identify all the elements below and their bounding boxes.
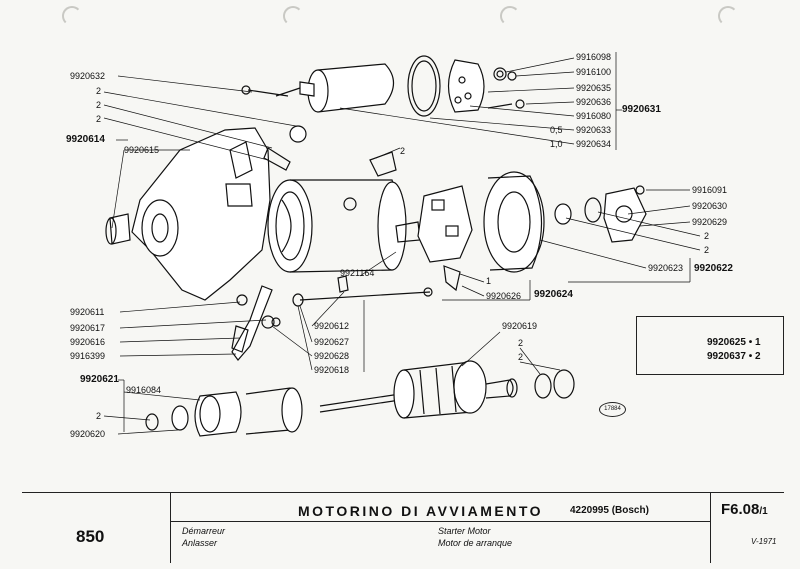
assembly-label: 9920631: [622, 104, 661, 115]
part-label: 9921164: [340, 268, 375, 278]
sheet-date: V-1971: [751, 537, 777, 546]
binder-hole: [62, 6, 82, 26]
inset-line-1: 9920625 • 1: [707, 337, 761, 348]
page-title: MOTORINO DI AVVIAMENTO: [298, 503, 544, 519]
part-label: 9920612: [314, 321, 350, 331]
drive-end-housing: [105, 85, 307, 301]
solenoid-cap: [407, 55, 525, 117]
part-label: 9920619: [502, 321, 538, 331]
part-label: 9920636: [576, 97, 612, 107]
sheet-code-main: F6.08: [721, 501, 760, 518]
title-french: Démarreur: [182, 526, 226, 536]
model-cell: 850: [22, 493, 171, 563]
part-label: 9920611: [70, 307, 105, 317]
model-number: 850: [76, 527, 105, 546]
part-label: 2: [518, 338, 524, 348]
part-label: 2: [400, 146, 406, 156]
part-label: 9920616: [70, 337, 106, 347]
part-label: 1: [486, 276, 492, 286]
figure-reference: 17884: [599, 402, 626, 417]
end-cover: [483, 171, 545, 273]
part-label: 2: [96, 100, 102, 110]
part-label: 9916091: [692, 185, 728, 195]
title-block: 850 MOTORINO DI AVVIAMENTO 4220995 (Bosc…: [22, 492, 784, 563]
sheet-code: F6.08/1: [721, 501, 768, 518]
title-spanish: Motor de arranque: [438, 538, 513, 548]
part-label: 9920623: [648, 263, 684, 273]
brush-kit-inset: 9920625 • 1 9920637 • 2: [636, 316, 784, 375]
assembly-label: 9920622: [694, 263, 733, 274]
sheet-code-suffix: /1: [759, 506, 768, 517]
part-label: 9920618: [314, 365, 350, 375]
part-label: 9916100: [576, 67, 612, 77]
part-label: 9920632: [70, 71, 106, 81]
part-label: 9920620: [70, 429, 106, 439]
qty-label: 0,5: [550, 125, 563, 135]
part-label: 9920615: [124, 145, 160, 155]
part-label: 9920617: [70, 323, 106, 333]
binder-hole: [283, 6, 303, 26]
part-label: 2: [704, 231, 710, 241]
assembly-label: 9920624: [534, 289, 573, 300]
part-label: 2: [96, 114, 102, 124]
solenoid: [275, 63, 395, 113]
assembly-label: 9920621: [80, 374, 119, 385]
part-label: 9920628: [314, 351, 350, 361]
part-label: 9920630: [692, 201, 728, 211]
title-english: Starter Motor: [438, 526, 491, 536]
qty-label: 1,0: [550, 139, 563, 149]
inset-line-2: 9920637 • 2: [707, 351, 761, 362]
part-label: 2: [518, 352, 524, 362]
drive-pinion: [145, 387, 303, 437]
title-divider: [170, 521, 710, 522]
part-label: 9916098: [576, 52, 612, 62]
part-label: 9920627: [314, 337, 350, 347]
title-german: Anlasser: [182, 538, 218, 548]
leader-lines: [103, 52, 701, 435]
part-label: 9920629: [692, 217, 728, 227]
part-label: 9920635: [576, 83, 612, 93]
part-label: 2: [96, 411, 102, 421]
yoke: [267, 151, 421, 273]
part-label: 2: [704, 245, 710, 255]
part-label: 9920634: [576, 139, 612, 149]
part-label: 9916399: [70, 351, 106, 361]
through-bolt: [292, 275, 433, 307]
brush-holder: [417, 185, 473, 292]
binder-hole: [718, 6, 738, 26]
part-label: 9920633: [576, 125, 612, 135]
assembly-part-number: 4220995 (Bosch): [570, 505, 649, 516]
bushing-cap: [554, 185, 647, 243]
part-label: 9920626: [486, 291, 522, 301]
assembly-label: 9920614: [66, 134, 105, 145]
part-label: 9916084: [126, 385, 162, 395]
armature: [319, 360, 575, 419]
binder-hole: [500, 6, 520, 26]
part-label: 9916080: [576, 111, 612, 121]
part-label: 2: [96, 86, 102, 96]
sheet-cell: F6.08/1 V-1971: [710, 493, 785, 563]
engagement-lever: [231, 285, 281, 361]
